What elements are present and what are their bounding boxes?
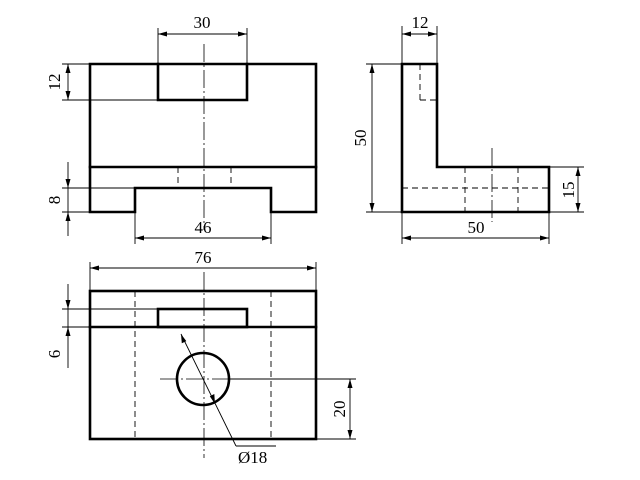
arrowhead bbox=[307, 265, 316, 271]
top-view-slot bbox=[156, 307, 249, 329]
arrowhead bbox=[347, 379, 353, 388]
arrowhead bbox=[428, 31, 437, 37]
dim-text-hole-diameter: Ø18 bbox=[238, 448, 267, 467]
arrowhead bbox=[90, 265, 99, 271]
front-view: 30 12 8 46 bbox=[45, 13, 318, 244]
arrowhead bbox=[575, 203, 581, 212]
dim-text-slot-width: 30 bbox=[194, 13, 211, 32]
dim-text-slot-depth: 12 bbox=[45, 74, 64, 91]
arrowhead bbox=[575, 167, 581, 176]
dim-text-vertical-thickness: 12 bbox=[412, 13, 429, 32]
arrowhead bbox=[540, 235, 549, 241]
side-view-outline bbox=[400, 62, 551, 214]
arrowhead bbox=[65, 300, 71, 309]
top-view: 76 6 20 Ø18 bbox=[45, 248, 356, 467]
arrowhead bbox=[65, 327, 71, 336]
arrowhead bbox=[181, 334, 187, 344]
front-view-outline bbox=[88, 62, 318, 214]
arrowhead bbox=[158, 31, 167, 37]
diameter-leader bbox=[180, 333, 237, 447]
front-view-top-slot bbox=[156, 62, 249, 102]
arrowhead bbox=[402, 235, 411, 241]
arrowhead bbox=[238, 31, 247, 37]
dim-text-total-width: 50 bbox=[468, 218, 485, 237]
arrowhead bbox=[135, 235, 144, 241]
arrowhead bbox=[369, 64, 375, 73]
dim-text-hole-offset: 20 bbox=[330, 401, 349, 418]
dim-text-base-height: 15 bbox=[559, 182, 578, 199]
dim-text-bottom-slot-height: 8 bbox=[45, 196, 64, 205]
arrowhead bbox=[65, 212, 71, 221]
arrowhead bbox=[65, 91, 71, 100]
dim-text-total-height: 50 bbox=[351, 130, 370, 147]
top-view-outline bbox=[88, 289, 318, 441]
arrowhead bbox=[209, 394, 215, 404]
dim-text-slot-depth: 6 bbox=[45, 350, 64, 359]
arrowhead bbox=[65, 179, 71, 188]
arrowhead bbox=[347, 430, 353, 439]
side-view: 12 50 15 50 bbox=[351, 13, 584, 244]
dim-text-total-width: 76 bbox=[195, 248, 212, 267]
arrowhead bbox=[402, 31, 411, 37]
dim-text-bottom-slot-width: 46 bbox=[195, 218, 212, 237]
arrowhead bbox=[262, 235, 271, 241]
arrowhead bbox=[65, 64, 71, 73]
arrowhead bbox=[369, 203, 375, 212]
